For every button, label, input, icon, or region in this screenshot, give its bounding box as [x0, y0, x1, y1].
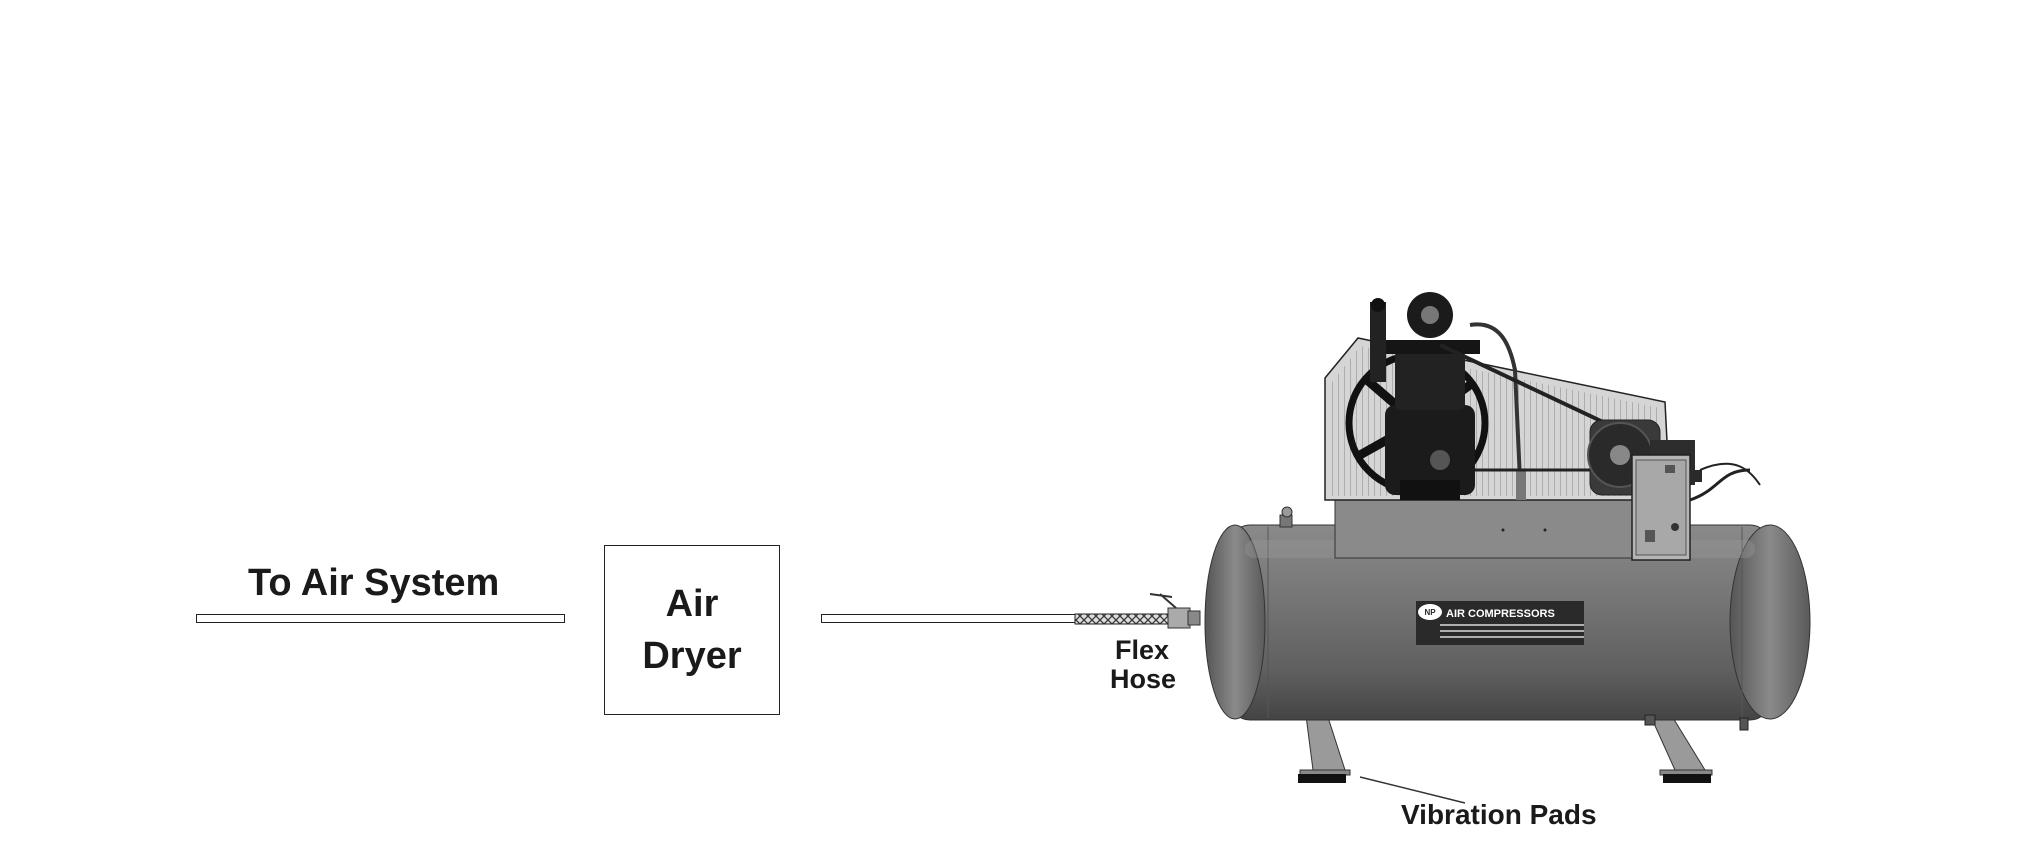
tank-feet — [1298, 707, 1713, 783]
vibration-pads-label: Vibration Pads — [1401, 799, 1597, 830]
outlet-pipe — [196, 614, 565, 623]
air-dryer-box: Air Dryer — [604, 545, 780, 715]
flex-hose-label-line2: Hose — [1110, 664, 1177, 694]
to-air-system-label: To Air System — [248, 562, 500, 604]
control-box — [1631, 454, 1761, 561]
vibration-pad-left — [1298, 774, 1346, 783]
air-dryer-label-line1: Air — [665, 583, 719, 625]
brand-text: AIR COMPRESSORS — [1446, 608, 1555, 620]
flex-hose-icon — [1074, 593, 1201, 629]
vibration-pad-right — [1663, 774, 1711, 783]
air-dryer-label-line2: Dryer — [642, 635, 742, 677]
compressor-pump — [1370, 292, 1480, 500]
vibration-pads-leader-line — [1359, 776, 1466, 804]
flex-hose-label-line1: Flex — [1115, 635, 1170, 665]
pump-platform — [1334, 499, 1641, 559]
brand-plate: NP AIR COMPRESSORS — [1416, 601, 1584, 645]
svg-text:NP: NP — [1424, 608, 1436, 617]
